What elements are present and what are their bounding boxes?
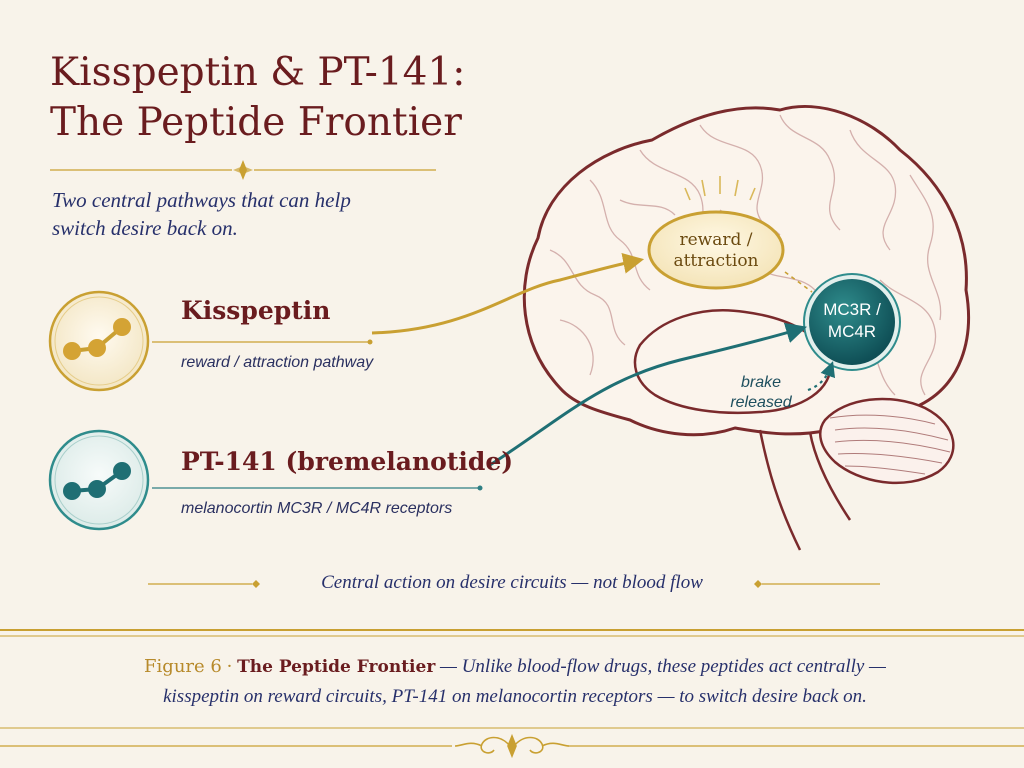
reward-node-line-1: reward / xyxy=(679,230,753,250)
pt141-description: melanocortin MC3R / MC4R receptors xyxy=(181,500,453,517)
pt141-arrow xyxy=(489,322,808,467)
subtitle-line-2: switch desire back on. xyxy=(52,216,238,240)
caption-text-line-2: kisspeptin on reward circuits, PT-141 on… xyxy=(163,686,867,707)
node-connector xyxy=(784,271,813,293)
brake-line-1: brake xyxy=(740,374,782,391)
pt141-name: PT-141 (bremelanotide) xyxy=(181,447,514,476)
subtitle-line-1: Two central pathways that can help xyxy=(52,188,351,212)
caption-text-line-1: — Unlike blood-flow drugs, these peptide… xyxy=(440,656,886,677)
kisspeptin-name: Kisspeptin xyxy=(181,296,331,325)
brain-illustration xyxy=(522,105,970,551)
receptor-node-label: MC3R / MC4R xyxy=(806,299,898,343)
title-divider xyxy=(50,160,436,180)
title-line-1: Kisspeptin & PT-141: xyxy=(50,50,466,95)
kisspeptin-molecule-icon xyxy=(48,290,150,392)
reward-glow-rays xyxy=(684,176,756,201)
receptor-node xyxy=(809,279,895,365)
pt141-molecule-icon xyxy=(48,429,150,531)
pt141-divider xyxy=(152,485,483,491)
brake-line-2: released xyxy=(730,394,792,411)
figure-caption: Figure 6 · The Peptide Frontier — Unlike… xyxy=(60,652,970,712)
reward-node-label: reward / attraction xyxy=(649,230,783,272)
kisspeptin-divider xyxy=(152,339,373,345)
kisspeptin-arrow xyxy=(371,253,645,335)
reward-node xyxy=(647,210,785,290)
figure-label: Figure 6 xyxy=(144,656,222,677)
ornament-icon xyxy=(454,733,570,759)
brake-released-label: brake released xyxy=(716,373,806,413)
footer-note: Central action on desire circuits — not … xyxy=(321,572,703,593)
title-line-2: The Peptide Frontier xyxy=(50,100,462,145)
reward-node-line-2: attraction xyxy=(673,251,759,271)
caption-line-1: Figure 6 · The Peptide Frontier — Unlike… xyxy=(60,652,970,682)
caption-frame xyxy=(0,629,1024,747)
footer-note-dividers xyxy=(148,580,880,588)
receptor-node-line-1: MC3R / xyxy=(823,300,881,319)
receptor-node-line-2: MC4R xyxy=(827,322,877,341)
subtitle: Two central pathways that can help switc… xyxy=(52,186,432,242)
kisspeptin-description: reward / attraction pathway xyxy=(181,354,374,371)
caption-separator: · xyxy=(226,656,233,677)
page-title: Kisspeptin & PT-141: The Peptide Frontie… xyxy=(50,48,570,148)
figure-title: The Peptide Frontier xyxy=(237,657,436,677)
